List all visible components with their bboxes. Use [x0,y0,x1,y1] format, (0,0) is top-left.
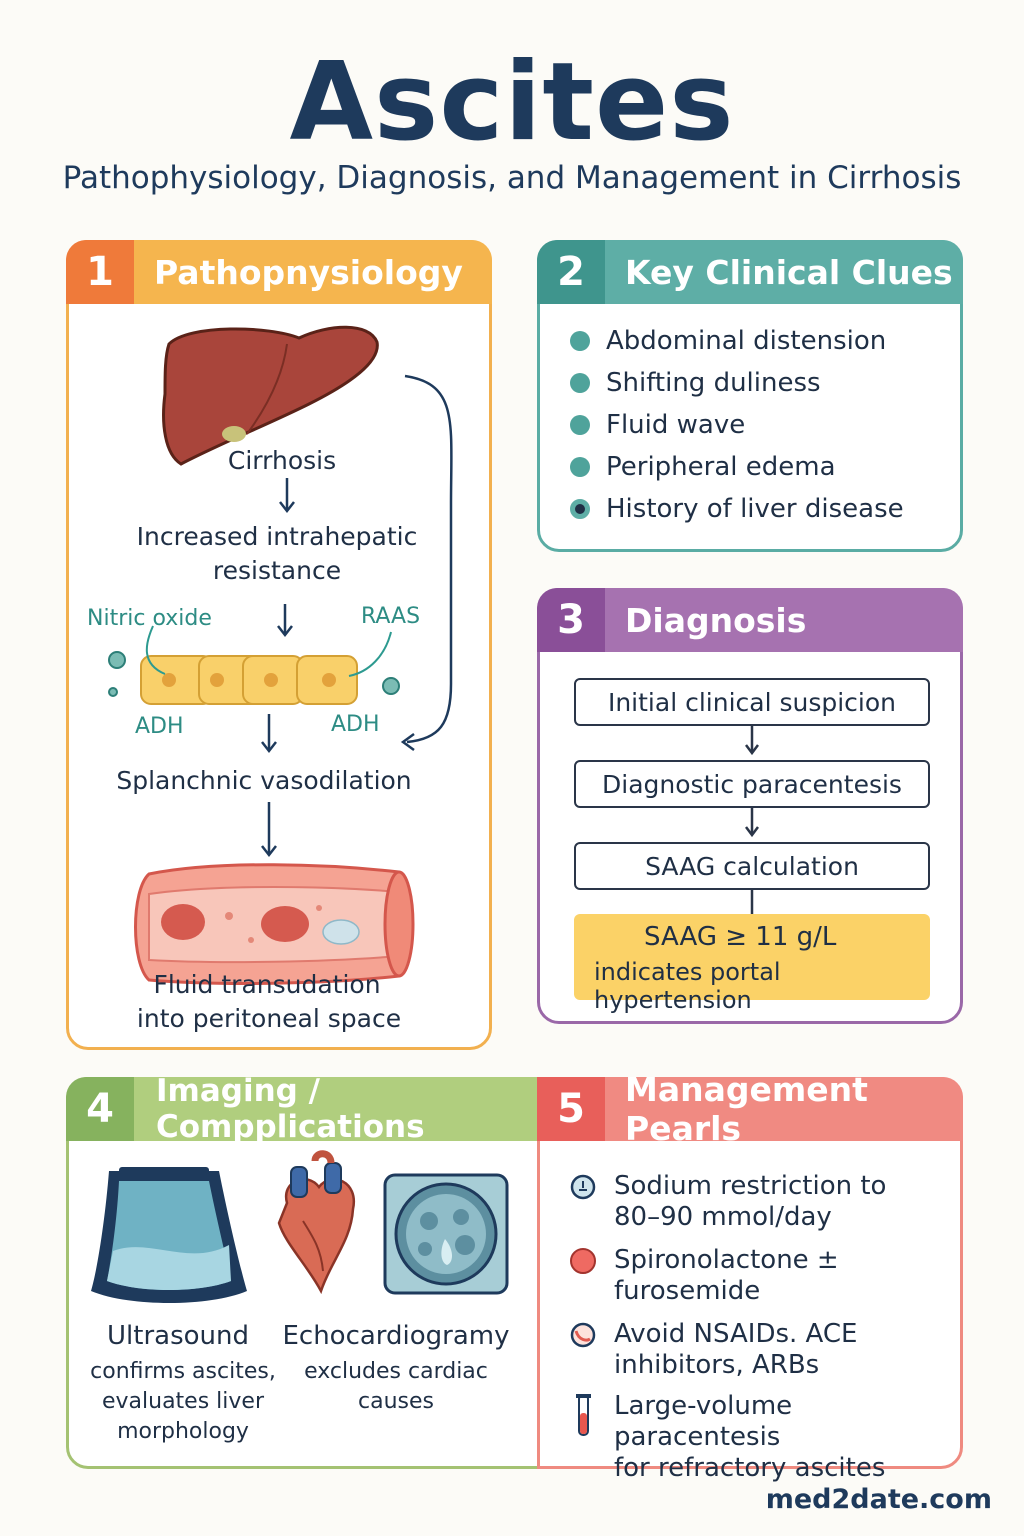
panel-title: Key Clinical Clues [605,240,963,304]
flowchart-connectors [745,726,759,914]
panel-number: 5 [537,1077,605,1141]
molecule-icon [108,651,400,697]
management-panel: 5 Management Pearls Sodium restriction t… [537,1077,963,1483]
ultrasound-desc-line3: morphology [117,1419,249,1444]
panel-header: 4 Imaging / Compplications [66,1077,540,1141]
resistance-label-line1: Increased intrahepatic [136,522,418,551]
nitric-oxide-label: Nitric oxide [87,606,212,631]
pathophysiology-panel: 1 Pathopnysiology [66,240,492,1050]
clock-icon [568,1171,598,1233]
flow-step-saag: SAAG calculation [574,842,930,890]
bullet-dot-icon [570,457,590,477]
page-subtitle: Pathophysiology, Diagnosis, and Manageme… [62,160,962,196]
resistance-label-line2: resistance [212,556,342,585]
panel-title: Management Pearls [605,1077,963,1141]
saag-result-value: SAAG ≥ 11 g/L [644,922,837,952]
panel-number: 1 [66,240,134,304]
bullet-dot-icon [570,331,590,351]
raas-label: RAAS [361,604,421,629]
vasodilation-label: Splanchnic vasodilation [116,766,412,795]
imaging-panel: 4 Imaging / Compplications [66,1077,540,1469]
panel-header: 1 Pathopnysiology [66,240,492,304]
test-tube-icon [568,1391,598,1484]
panel-title: Pathopnysiology [134,240,492,304]
brand-footer: med2date.com [765,1484,992,1515]
panel-header: 3 Diagnosis [537,588,963,652]
list-item: Shifting duliness [570,368,821,398]
page-title: Ascites [289,40,735,165]
blood-vessel-icon [134,863,415,985]
panel-number: 4 [66,1077,134,1141]
feedback-arrow [404,374,453,744]
panel-number: 2 [537,240,605,304]
transudation-label-line1: Fluid transudation [153,970,381,999]
bullet-ring-icon [570,499,590,519]
list-item: Fluid wave [570,410,745,440]
pathophysiology-illustration [108,325,453,985]
transudation-label-line2: into peritoneal space [136,1004,402,1033]
list-item: History of liver disease [570,494,904,524]
no-symbol-icon [568,1319,598,1381]
down-arrow [261,478,295,858]
flow-step-suspicion: Initial clinical suspicion [574,678,930,726]
cell-row-icon [140,655,358,705]
panel-header: 2 Key Clinical Clues [537,240,963,304]
ultrasound-icon [91,1167,247,1303]
panel-title: Diagnosis [605,588,963,652]
flow-step-paracentesis: Diagnostic paracentesis [574,760,930,808]
echo-desc-line1: excludes cardiac [304,1359,488,1384]
panel-header: 5 Management Pearls [537,1077,963,1141]
ultrasound-label: Ultrasound [107,1321,249,1351]
bullet-dot-icon [570,415,590,435]
cirrhosis-label: Cirrhosis [227,446,337,475]
diagnosis-panel: 3 Diagnosis Initial clinical suspicion D… [537,588,963,1024]
adh-right-label: ADH [331,712,380,737]
echo-desc-line2: causes [358,1389,434,1414]
list-item: Spironolactone ±furosemide [568,1245,950,1307]
liver-icon [162,325,379,466]
heart-icon [277,1150,356,1295]
echo-label: Echocardiogramy [282,1321,510,1351]
panel-number: 3 [537,588,605,652]
ct-scan-icon [383,1173,509,1295]
pill-icon [568,1245,598,1307]
saag-result-box: SAAG ≥ 11 g/L indicates portal hypertens… [574,914,930,1014]
list-item: Peripheral edema [570,452,836,482]
bullet-dot-icon [570,373,590,393]
clinical-clues-panel: 2 Key Clinical Clues Abdominal distensio… [537,240,963,552]
ultrasound-desc-line1: confirms ascites, [90,1359,276,1384]
saag-result-note: indicates portal hypertension [594,958,781,1014]
adh-left-label: ADH [135,714,184,739]
panel-title: Imaging / Compplications [134,1077,540,1141]
list-item: Abdominal distension [570,326,886,356]
ultrasound-desc-line2: evaluates liver [101,1389,264,1414]
